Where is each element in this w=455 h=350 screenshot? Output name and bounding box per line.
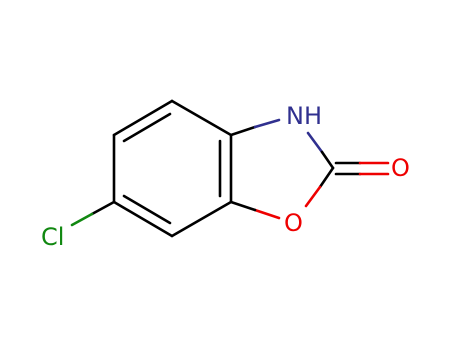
ring-oxygen-label: O: [284, 209, 303, 237]
bond-c3a-c4: [170, 99, 233, 137]
bond-o-c7a-oxygen-half: [253, 208, 281, 220]
bond-c6-c7-inner: [122, 194, 172, 225]
bond-o-c7a-carbon-half: [229, 200, 257, 212]
bond-n-c2-carbon-half: [320, 150, 335, 170]
bond-c6-c7: [112, 200, 174, 238]
bond-c3a-n-nitrogen-half: [253, 118, 281, 129]
bond-c7-c7a: [170, 200, 233, 238]
oxazolone-ring: [229, 118, 390, 220]
bond-n-c2-nitrogen-half: [306, 131, 324, 154]
benzene-ring: [112, 99, 233, 238]
carbonyl-oxygen-label: O: [391, 154, 410, 182]
bond-c3a-n-carbon-half: [229, 125, 257, 137]
bond-c6-cl-carbon-half: [90, 200, 116, 216]
nh-label: NH: [286, 102, 322, 130]
chlorine-label: Cl: [41, 223, 64, 251]
bond-c6-cl-chlorine-half: [70, 212, 94, 227]
bond-c2-o-oxygen-half: [304, 185, 322, 208]
bond-c4-c5-inner: [122, 112, 172, 143]
chloro-substituent: [70, 200, 116, 227]
bond-c2-o-carbon-half: [318, 166, 335, 189]
bond-c4-c5: [112, 99, 174, 137]
